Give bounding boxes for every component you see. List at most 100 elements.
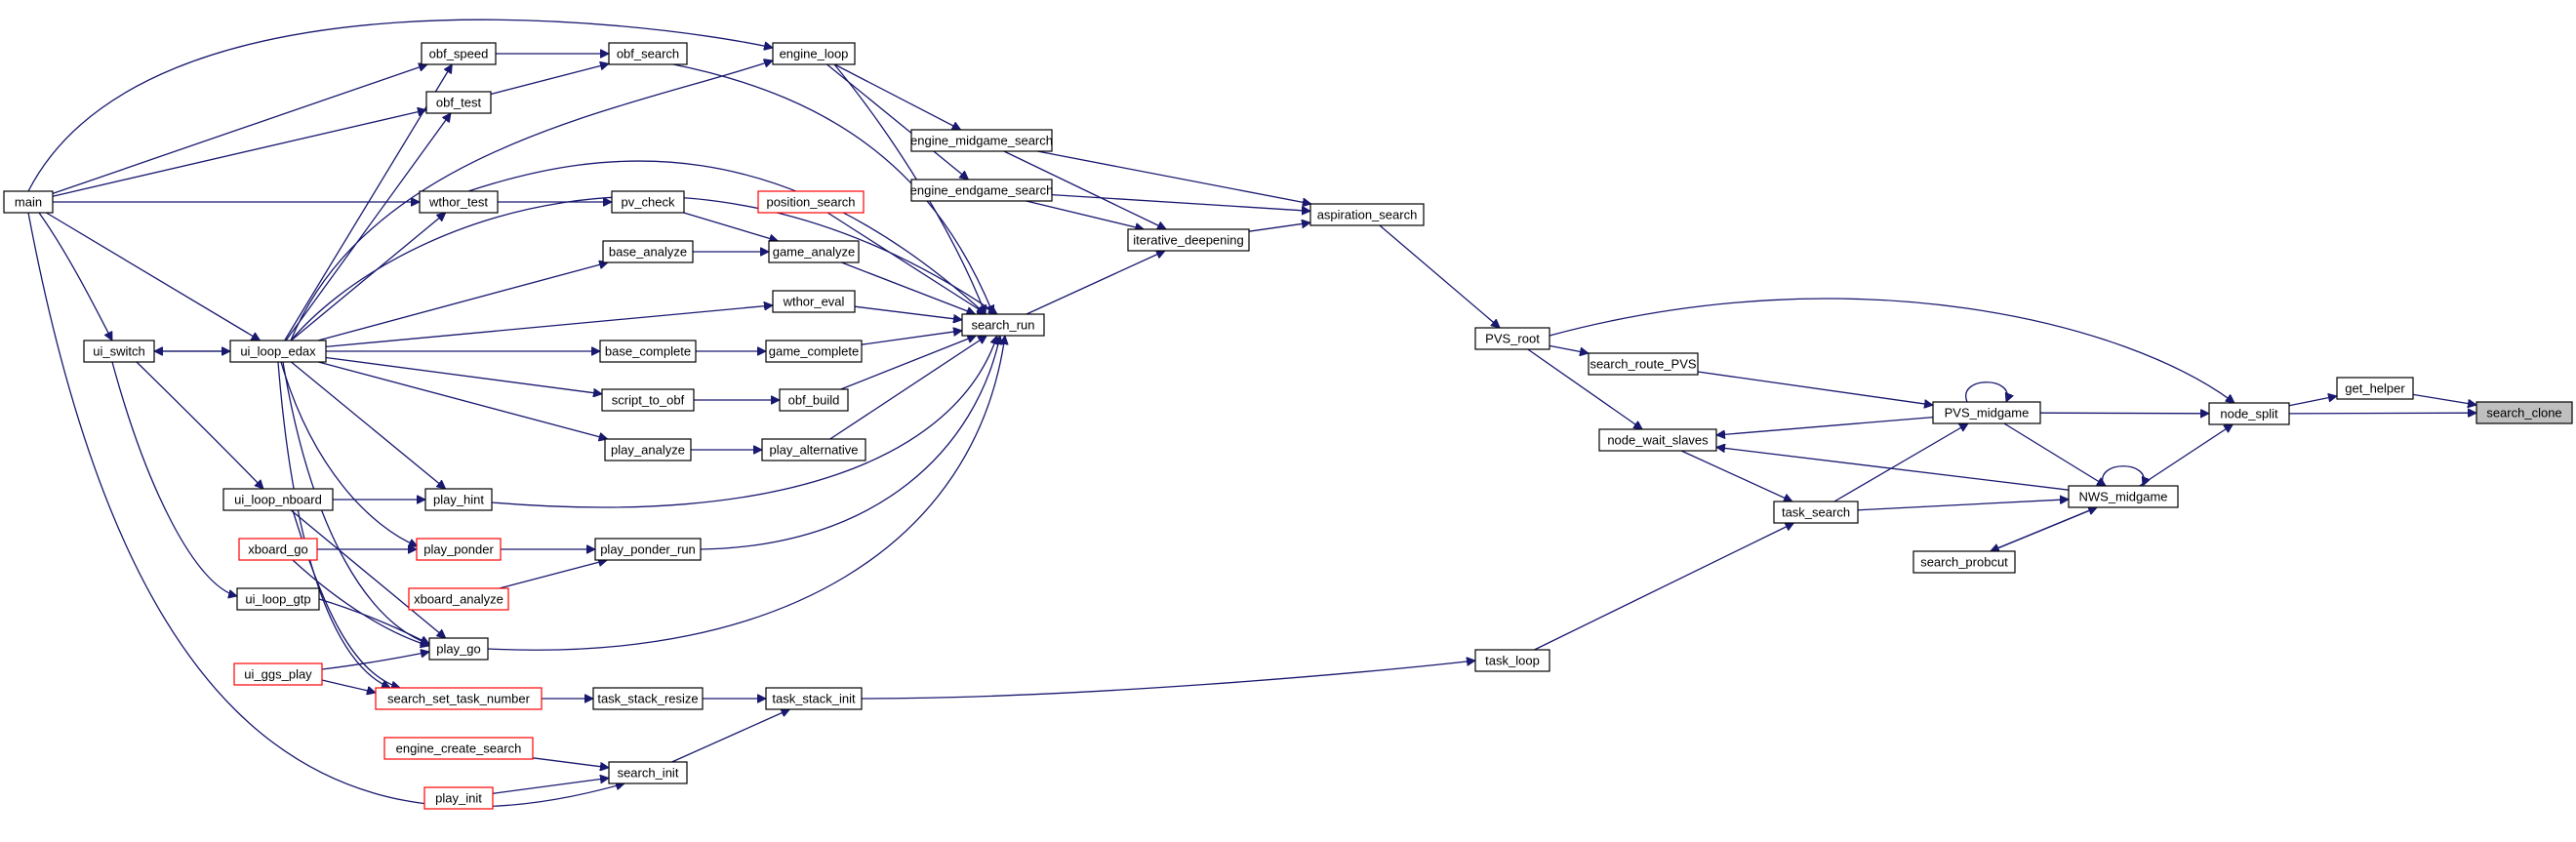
node-box[interactable] [1127,228,1250,252]
node-node_wait_slaves[interactable]: node_wait_slaves [1598,428,1717,452]
node-box[interactable] [1773,501,1859,524]
node-game_complete[interactable]: game_complete [765,340,863,363]
node-search_probcut[interactable]: search_probcut [1912,550,2016,574]
node-play_init[interactable]: play_init [423,786,494,810]
node-engine_midgame_search[interactable]: engine_midgame_search [910,129,1053,152]
node-box[interactable] [1598,428,1717,452]
node-xboard_go[interactable]: xboard_go [238,538,318,561]
node-game_analyze[interactable]: game_analyze [768,240,860,263]
node-ui_loop_nboard[interactable]: ui_loop_nboard [222,488,334,511]
node-box[interactable] [1474,649,1550,672]
node-wthor_test[interactable]: wthor_test [419,190,499,214]
node-get_helper[interactable]: get_helper [2336,377,2414,400]
node-obf_test[interactable]: obf_test [425,91,492,114]
node-box[interactable] [910,129,1053,152]
node-task_stack_resize[interactable]: task_stack_resize [592,687,704,710]
node-box[interactable] [229,340,327,363]
node-play_ponder[interactable]: play_ponder [416,538,502,561]
node-box[interactable] [425,91,492,114]
node-box[interactable] [2475,401,2573,424]
node-base_analyze[interactable]: base_analyze [602,240,694,263]
node-task_stack_init[interactable]: task_stack_init [765,687,863,710]
node-position_search[interactable]: position_search [757,190,865,214]
node-box[interactable] [421,42,497,65]
node-play_alternative[interactable]: play_alternative [761,438,866,461]
node-box[interactable] [1588,352,1699,376]
node-box[interactable] [765,340,863,363]
node-box[interactable] [423,786,494,810]
node-obf_build[interactable]: obf_build [779,388,849,412]
node-box[interactable] [2068,485,2179,508]
node-PVS_root[interactable]: PVS_root [1474,327,1550,350]
node-search_set_task_number[interactable]: search_set_task_number [375,687,543,710]
node-box[interactable] [761,438,866,461]
node-pv_check[interactable]: pv_check [611,190,685,214]
node-box[interactable] [222,488,334,511]
node-box[interactable] [910,179,1053,202]
node-node_split[interactable]: node_split [2208,402,2290,425]
node-box[interactable] [238,538,318,561]
node-box[interactable] [611,190,685,214]
node-box[interactable] [757,190,865,214]
node-box[interactable] [608,42,688,65]
node-play_ponder_run[interactable]: play_ponder_run [594,538,702,561]
node-xboard_analyze[interactable]: xboard_analyze [408,587,509,611]
node-obf_search[interactable]: obf_search [608,42,688,65]
node-box[interactable] [3,190,54,214]
node-box[interactable] [424,488,493,511]
node-engine_endgame_search[interactable]: engine_endgame_search [910,179,1054,202]
node-box[interactable] [2336,377,2414,400]
node-ui_loop_edax[interactable]: ui_loop_edax [229,340,327,363]
node-obf_speed[interactable]: obf_speed [421,42,497,65]
node-wthor_eval[interactable]: wthor_eval [772,290,856,313]
node-box[interactable] [1932,401,2041,424]
node-box[interactable] [375,687,543,710]
node-ui_loop_gtp[interactable]: ui_loop_gtp [236,587,320,611]
node-box[interactable] [599,340,697,363]
node-box[interactable] [602,240,694,263]
node-PVS_midgame[interactable]: PVS_midgame [1932,401,2041,424]
node-box[interactable] [428,637,489,661]
node-play_go[interactable]: play_go [428,637,489,661]
node-box[interactable] [419,190,499,214]
node-box[interactable] [961,313,1045,337]
node-box[interactable] [768,240,860,263]
node-play_analyze[interactable]: play_analyze [604,438,692,461]
node-box[interactable] [383,737,534,760]
node-search_run[interactable]: search_run [961,313,1045,337]
node-box[interactable] [765,687,863,710]
node-box[interactable] [408,587,509,611]
node-task_search[interactable]: task_search [1773,501,1859,524]
node-box[interactable] [416,538,502,561]
node-ui_switch[interactable]: ui_switch [83,340,155,363]
node-search_clone[interactable]: search_clone [2475,401,2573,424]
node-main[interactable]: main [3,190,54,214]
node-base_complete[interactable]: base_complete [599,340,697,363]
node-box[interactable] [772,42,856,65]
node-box[interactable] [1474,327,1550,350]
node-engine_create_search[interactable]: engine_create_search [383,737,534,760]
node-box[interactable] [601,388,695,412]
node-search_route_PVS[interactable]: search_route_PVS [1588,352,1699,376]
node-box[interactable] [594,538,702,561]
node-box[interactable] [233,662,323,686]
node-box[interactable] [608,761,688,784]
node-task_loop[interactable]: task_loop [1474,649,1550,672]
node-NWS_midgame[interactable]: NWS_midgame [2068,485,2179,508]
node-box[interactable] [2208,402,2290,425]
node-box[interactable] [592,687,704,710]
node-engine_loop[interactable]: engine_loop [772,42,856,65]
node-box[interactable] [1309,203,1425,226]
node-box[interactable] [779,388,849,412]
node-play_hint[interactable]: play_hint [424,488,493,511]
node-iterative_deepening[interactable]: iterative_deepening [1127,228,1250,252]
node-box[interactable] [772,290,856,313]
node-box[interactable] [83,340,155,363]
node-box[interactable] [236,587,320,611]
node-box[interactable] [1912,550,2016,574]
node-aspiration_search[interactable]: aspiration_search [1309,203,1425,226]
node-box[interactable] [604,438,692,461]
node-search_init[interactable]: search_init [608,761,688,784]
node-script_to_obf[interactable]: script_to_obf [601,388,695,412]
node-ui_ggs_play[interactable]: ui_ggs_play [233,662,323,686]
